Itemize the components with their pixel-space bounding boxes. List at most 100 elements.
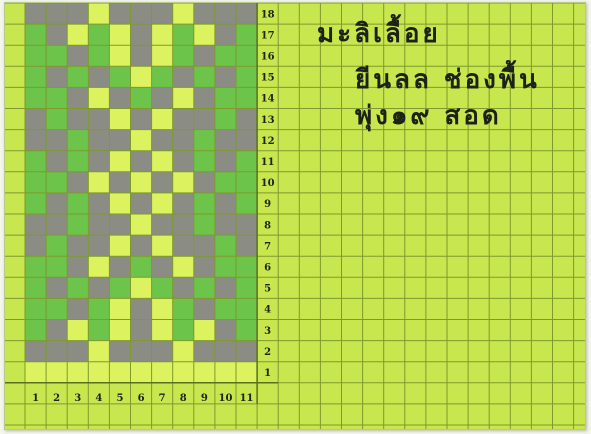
row-number: 6 — [264, 263, 271, 274]
pattern-cell — [109, 66, 130, 87]
pattern-cell — [194, 45, 215, 66]
pattern-cell — [194, 172, 215, 193]
pattern-cell — [109, 362, 130, 383]
pattern-cell — [67, 151, 88, 172]
pattern-cell — [152, 24, 173, 45]
pattern-cell — [194, 3, 215, 24]
pattern-cell — [236, 24, 257, 45]
pattern-cell — [88, 151, 109, 172]
pattern-cell — [215, 172, 236, 193]
pattern-cell — [236, 151, 257, 172]
pattern-cell — [67, 362, 88, 383]
pattern-cell — [46, 235, 67, 256]
pattern-cell — [88, 3, 109, 24]
pattern-cell — [215, 66, 236, 87]
pattern-cell — [25, 277, 46, 298]
pattern-cell — [67, 45, 88, 66]
pattern-cell — [194, 130, 215, 151]
row-number: 14 — [261, 94, 275, 105]
pattern-cell — [46, 214, 67, 235]
pattern-cell — [152, 151, 173, 172]
pattern-cell — [236, 214, 257, 235]
row-number: 7 — [264, 241, 271, 252]
pattern-cell — [25, 45, 46, 66]
pattern-cell — [131, 341, 152, 362]
column-number: 5 — [116, 393, 123, 404]
pattern-cell — [152, 362, 173, 383]
row-number: 3 — [264, 326, 271, 337]
pattern-cell — [236, 298, 257, 319]
pattern-cell — [173, 320, 194, 341]
pattern-cell — [131, 320, 152, 341]
pattern-cell — [25, 256, 46, 277]
pattern-cell — [131, 362, 152, 383]
row-number: 17 — [261, 30, 275, 41]
pattern-cell — [215, 277, 236, 298]
pattern-cell — [67, 193, 88, 214]
pattern-cell — [46, 109, 67, 130]
pattern-subtitle-2: พุ่ง๑๙ สอด — [355, 95, 502, 136]
pattern-cell — [25, 214, 46, 235]
pattern-cell — [173, 277, 194, 298]
pattern-cell — [215, 256, 236, 277]
pattern-cell — [46, 87, 67, 108]
pattern-cell — [88, 362, 109, 383]
pattern-subtitle-1: ยีนลล ช่องพื้น — [355, 59, 540, 100]
pattern-cell — [215, 235, 236, 256]
pattern-cell — [88, 214, 109, 235]
pattern-cell — [131, 130, 152, 151]
pattern-cell — [152, 172, 173, 193]
pattern-cell — [46, 193, 67, 214]
pattern-cell — [173, 362, 194, 383]
pattern-cell — [67, 109, 88, 130]
pattern-cell — [152, 341, 173, 362]
pattern-cell — [67, 235, 88, 256]
pattern-cell — [67, 172, 88, 193]
pattern-cell — [109, 130, 130, 151]
pattern-cell — [173, 109, 194, 130]
pattern-cell — [173, 256, 194, 277]
pattern-cell — [173, 24, 194, 45]
row-number: 2 — [264, 347, 271, 358]
pattern-cell — [109, 3, 130, 24]
pattern-cell — [236, 235, 257, 256]
pattern-cell — [67, 87, 88, 108]
pattern-cell — [215, 320, 236, 341]
row-number: 9 — [264, 199, 271, 210]
pattern-cell — [131, 87, 152, 108]
row-number: 18 — [261, 9, 275, 20]
pattern-cell — [152, 235, 173, 256]
pattern-cell — [215, 130, 236, 151]
pattern-cell — [173, 151, 194, 172]
row-number: 15 — [261, 73, 275, 84]
pattern-cell — [236, 3, 257, 24]
pattern-cell — [131, 109, 152, 130]
pattern-cell — [46, 151, 67, 172]
pattern-cell — [173, 298, 194, 319]
pattern-cell — [194, 66, 215, 87]
pattern-cell — [194, 320, 215, 341]
pattern-cell — [215, 193, 236, 214]
column-number: 11 — [240, 393, 254, 404]
pattern-cell — [236, 193, 257, 214]
pattern-cell — [88, 193, 109, 214]
pattern-cell — [236, 256, 257, 277]
pattern-cell — [109, 277, 130, 298]
pattern-cell — [67, 214, 88, 235]
pattern-cell — [25, 235, 46, 256]
pattern-cell — [194, 109, 215, 130]
pattern-cell — [25, 87, 46, 108]
pattern-cell — [109, 45, 130, 66]
pattern-cell — [67, 66, 88, 87]
pattern-cell — [46, 320, 67, 341]
row-number: 11 — [261, 157, 275, 168]
pattern-cell — [25, 24, 46, 45]
pattern-cell — [88, 298, 109, 319]
row-number: 4 — [264, 305, 271, 316]
pattern-cell — [109, 193, 130, 214]
pattern-cell — [236, 130, 257, 151]
pattern-cell — [236, 341, 257, 362]
pattern-cell — [131, 298, 152, 319]
column-number: 4 — [95, 393, 102, 404]
